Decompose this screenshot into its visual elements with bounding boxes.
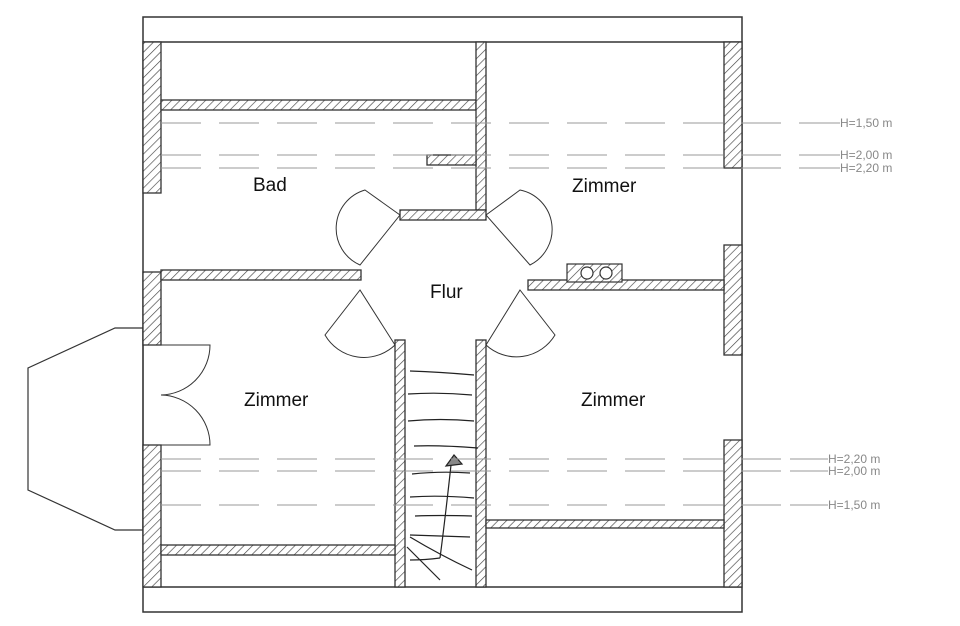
- height-label-top-150: H=1,50 m: [840, 116, 892, 130]
- height-label-bottom-150: H=1,50 m: [828, 498, 880, 512]
- room-label-zimmer-left: Zimmer: [244, 390, 309, 411]
- doors: [160, 189, 556, 446]
- room-label-zimmer-top-right: Zimmer: [572, 176, 637, 197]
- chimney: [566, 263, 623, 283]
- room-label-zimmer-right: Zimmer: [581, 390, 646, 411]
- height-label-top-220: H=2,20 m: [840, 161, 892, 175]
- room-label-flur: Flur: [430, 282, 463, 303]
- height-label-bottom-200: H=2,00 m: [828, 464, 880, 478]
- room-label-bad: Bad: [253, 175, 287, 196]
- walls: [142, 41, 743, 588]
- height-lines: [161, 122, 840, 506]
- height-label-bottom-220: H=2,20 m: [828, 452, 880, 466]
- height-label-top-200: H=2,00 m: [840, 148, 892, 162]
- staircase: [406, 370, 479, 581]
- bay-window: [27, 327, 144, 531]
